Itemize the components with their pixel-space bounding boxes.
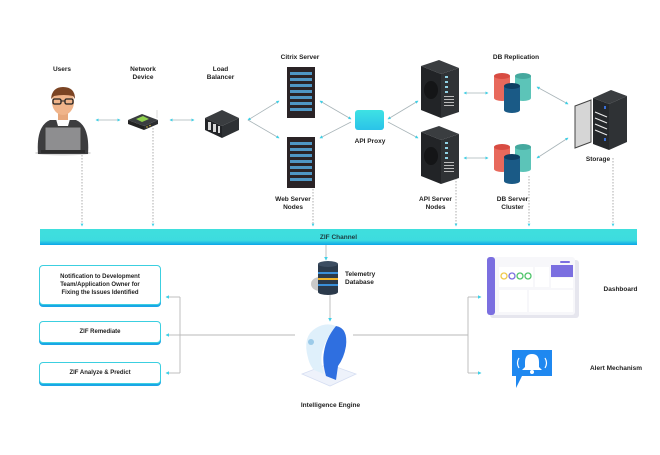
citrix-server-icon <box>287 67 315 118</box>
user-laptop-icon <box>35 87 91 156</box>
db-replication-icon <box>494 73 531 113</box>
zif-channel-label: ZIF Channel <box>319 233 358 241</box>
db-replication-label: DB Replication <box>492 54 540 61</box>
telemetry-database-label: Telemetry Database <box>345 271 376 286</box>
db-server-cluster-label: DB Server Cluster <box>496 196 529 211</box>
notification-box: Notification to Development Team/Applica… <box>39 265 161 305</box>
db-server-cluster-icon <box>494 144 531 184</box>
storage-label: Storage <box>585 156 611 163</box>
network-device-label: Network Device <box>130 66 156 81</box>
load-balancer-icon <box>205 110 239 138</box>
load-balancer-label: Load Balancer <box>206 66 235 81</box>
proxy-api2-link <box>387 121 419 139</box>
zif-channel-bar: ZIF Channel <box>40 229 637 245</box>
web-proxy-link <box>319 121 352 139</box>
storage-rack-icon <box>574 90 627 150</box>
api-server-icon <box>421 60 459 118</box>
citrix-server-label: Citrix Server <box>280 54 320 61</box>
api-server-nodes-label: API Server Nodes <box>419 196 452 211</box>
zif-analyze-predict-box: ZIF Analyze & Predict <box>39 362 161 384</box>
telemetry-database-icon <box>311 261 338 295</box>
zif-remediate-box: ZIF Remediate <box>39 321 161 343</box>
alert-mechanism-label: Alert Mechanism <box>589 365 643 372</box>
web-server-icon <box>287 137 315 188</box>
lb-citrix-link <box>247 100 280 121</box>
users-label: Users <box>52 66 72 73</box>
db2-storage-link <box>536 137 569 159</box>
api-proxy-label: API Proxy <box>354 138 386 145</box>
lb-web-link <box>247 119 280 139</box>
citrix-proxy-link <box>319 100 352 120</box>
api-proxy-icon <box>355 110 384 130</box>
router-icon <box>128 110 158 130</box>
intelligence-engine-label: Intelligence Engine <box>300 402 361 409</box>
db1-storage-link <box>536 86 569 105</box>
proxy-api1-link <box>387 100 419 120</box>
alert-bell-icon <box>512 350 552 388</box>
web-server-nodes-label: Web Server Nodes <box>275 196 311 211</box>
intelligence-engine-icon <box>300 324 358 387</box>
dashboard-screenshot-icon <box>487 257 579 318</box>
api-server-icon-2 <box>421 126 459 184</box>
dashboard-label: Dashboard <box>603 286 638 293</box>
